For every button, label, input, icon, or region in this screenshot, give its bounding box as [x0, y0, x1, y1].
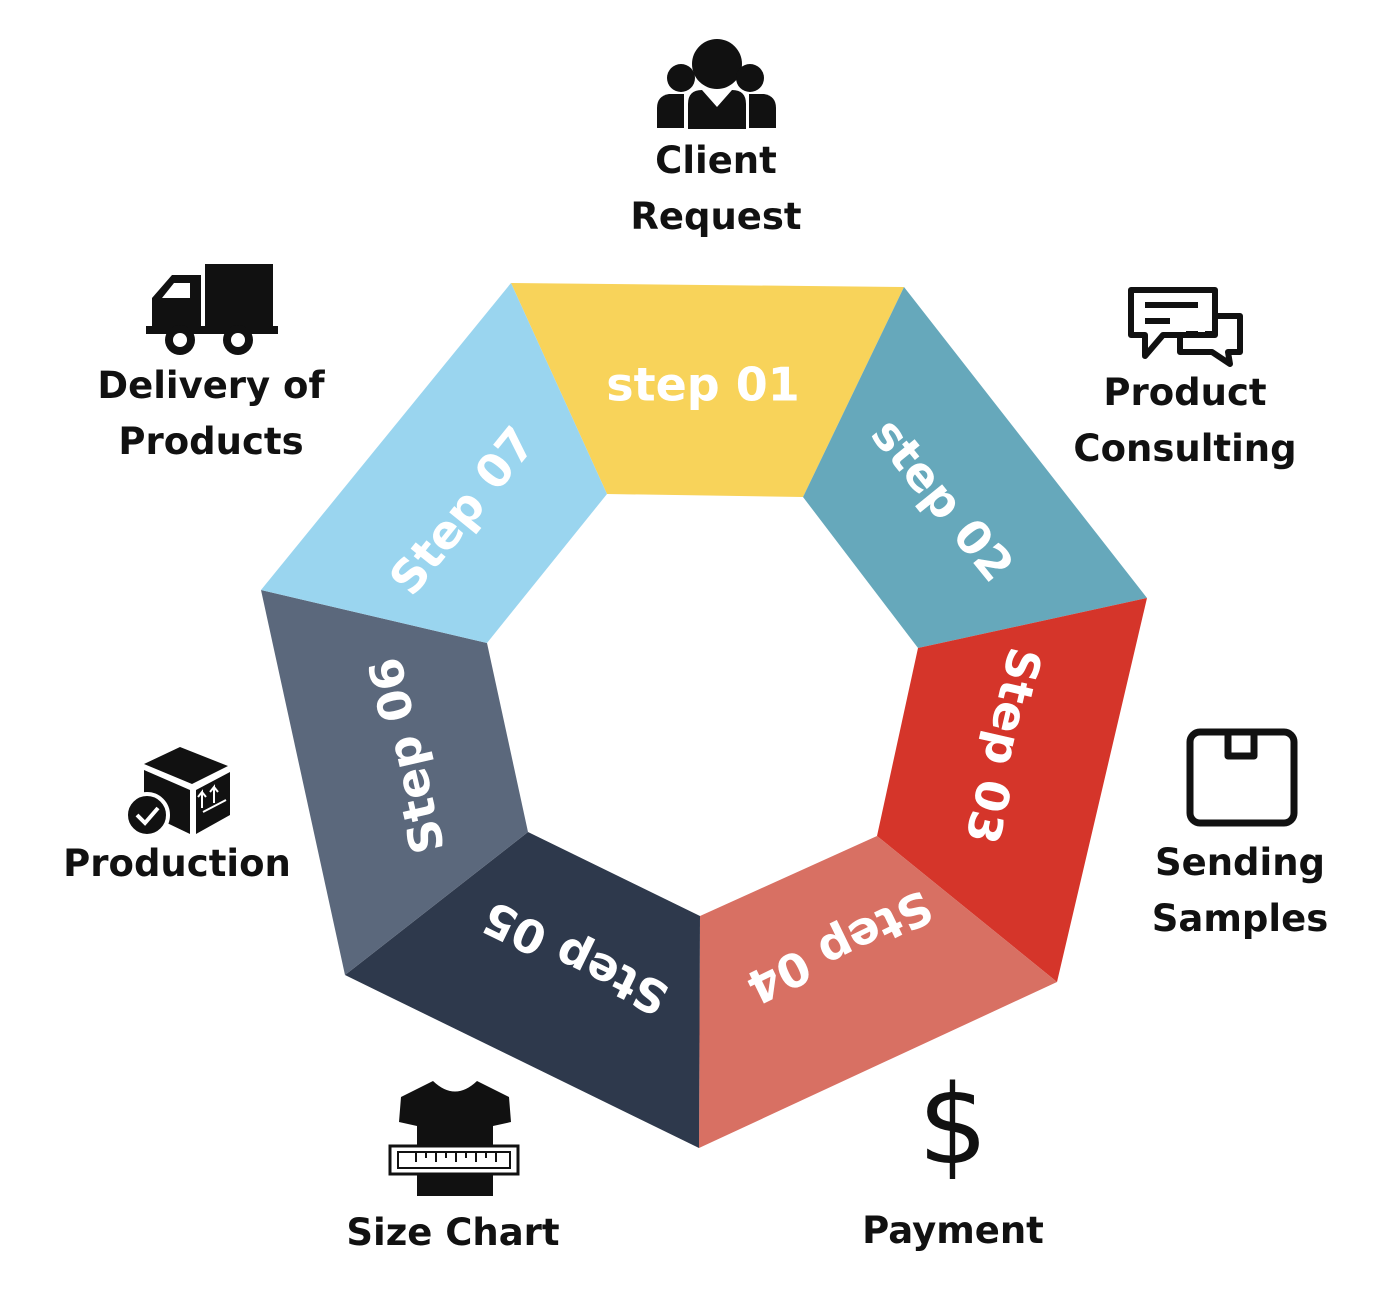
- segment-4: Step 04: [699, 836, 1057, 1148]
- label-line-1: Delivery of: [97, 364, 325, 407]
- label-line-2: Request: [630, 195, 802, 238]
- label-line-1: Production: [63, 842, 291, 885]
- label-line-1: Client: [655, 139, 777, 182]
- dollar-icon: $: [918, 1061, 988, 1189]
- segment-3-shape: [877, 598, 1147, 982]
- label-line-1: Size Chart: [346, 1211, 560, 1254]
- segment-5-shape: [345, 832, 700, 1148]
- segment-7-shape: [261, 283, 607, 643]
- package-icon: [1186, 728, 1298, 827]
- label-line-2: Samples: [1151, 897, 1329, 940]
- truck-icon: [146, 264, 278, 355]
- stage-label-production: Production: [63, 836, 291, 892]
- stage-label-size-chart: Size Chart: [346, 1205, 559, 1261]
- segment-1: step 01: [511, 283, 904, 497]
- segment-2-shape: [803, 287, 1147, 648]
- box-check-icon: [124, 747, 230, 838]
- label-line-2: Consulting: [1073, 427, 1297, 470]
- segment-7: Step 07: [261, 283, 607, 643]
- label-line-1: Payment: [862, 1209, 1044, 1252]
- stage-label-product-consulting: Product Consulting: [1073, 365, 1296, 477]
- stage-label-sending-samples: Sending Samples: [1152, 835, 1328, 947]
- tshirt-icon: [388, 1081, 520, 1196]
- segment-6: Step 06: [261, 590, 528, 975]
- stage-label-delivery-of-products: Delivery of Products: [97, 358, 324, 470]
- stage-label-client-request: Client Request: [630, 133, 801, 245]
- segment-2: step 02: [803, 287, 1147, 648]
- segment-1-label: step 01: [606, 358, 800, 412]
- svg-text:$: $: [918, 1061, 988, 1189]
- label-line-2: Products: [118, 420, 304, 463]
- chat-icon: [1128, 287, 1243, 367]
- segment-4-shape: [699, 836, 1057, 1148]
- segment-5: Step 05: [345, 832, 700, 1148]
- group-icon: [657, 39, 776, 129]
- label-line-1: Sending: [1154, 841, 1326, 884]
- stage-label-payment: Payment: [862, 1203, 1044, 1259]
- segment-6-shape: [261, 590, 528, 975]
- label-line-1: Product: [1103, 371, 1267, 414]
- segment-3: Step 03: [877, 598, 1147, 982]
- segment-1-shape: [511, 283, 904, 497]
